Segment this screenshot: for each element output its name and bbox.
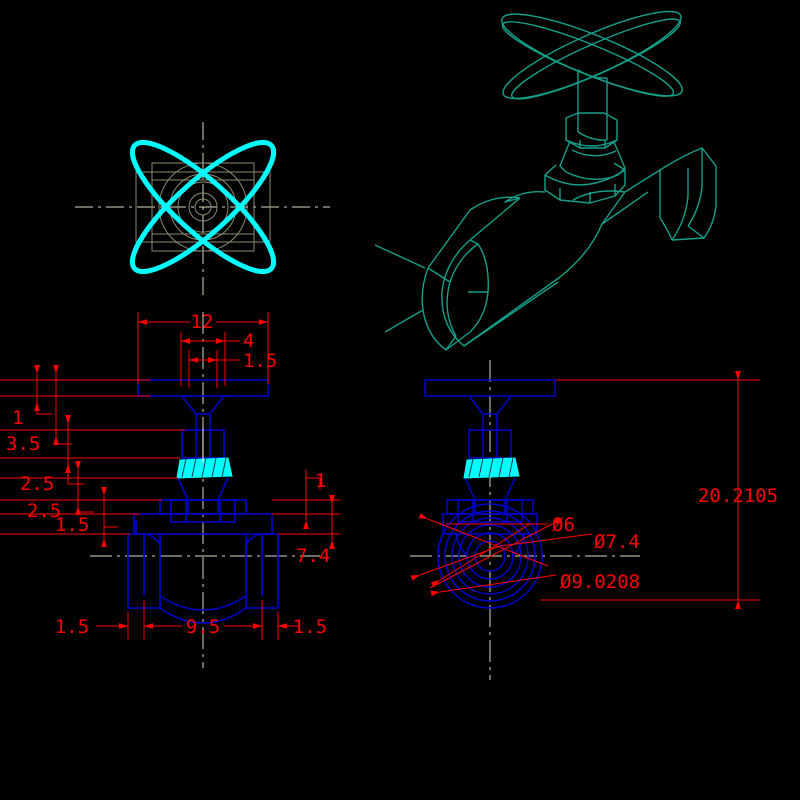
dim-text-dia-9p0208: Ø9.0208: [560, 571, 640, 593]
dim-text-1p5-top: 1.5: [243, 350, 277, 372]
top-view-handwheel-star: [129, 139, 277, 275]
side-view-centerlines: [410, 360, 640, 680]
dim-text-2p5-upper: 2.5: [20, 473, 54, 495]
dim-text-dia-7p4: Ø7.4: [594, 531, 640, 553]
dim-group-left: [0, 365, 185, 547]
dim-text-3p5: 3.5: [6, 433, 40, 455]
dimension-text-layer: 12 4 1.5 1 3.5 2.5 2.5 1.5 1 7.4 1.5 9.5…: [6, 311, 778, 638]
iso-right-flange: [601, 147, 717, 241]
iso-body-cylinder: [441, 190, 626, 347]
side-view-packing-detail: [463, 457, 520, 479]
iso-upper-nut: [565, 112, 618, 149]
front-view-valve[interactable]: [90, 312, 320, 668]
dim-text-dia-6: Ø6: [552, 514, 575, 536]
dim-text-1-left: 1: [12, 407, 23, 429]
dimension-annotations[interactable]: [0, 312, 760, 640]
dim-group-front-right: [272, 470, 340, 549]
dim-text-overall-height: 20.2105: [698, 485, 778, 507]
dim-text-9p5: 9.5: [186, 616, 220, 638]
dim-text-4: 4: [243, 330, 254, 352]
dim-text-1-right: 1: [315, 470, 326, 492]
dim-text-1p5-bottom-left: 1.5: [55, 616, 89, 638]
iso-handwheel: [501, 10, 683, 100]
dim-text-1p5-left: 1.5: [55, 514, 89, 536]
dim-group-top: [137, 312, 269, 388]
isometric-view-valve[interactable]: [374, 0, 717, 351]
side-view-valve[interactable]: [410, 360, 640, 680]
dim-text-12: 12: [191, 311, 214, 333]
dim-text-2p5-lower: 2.5: [27, 500, 61, 522]
dim-group-bottom: [96, 600, 300, 640]
iso-left-flange: [374, 196, 521, 351]
side-view-geometry: [424, 379, 556, 609]
front-view-packing-detail: [176, 457, 233, 479]
front-view-centerlines: [90, 312, 320, 668]
top-view-centerlines: [75, 122, 330, 300]
dim-group-overall-height: [540, 371, 760, 609]
front-view-geometry: [127, 379, 279, 624]
dim-group-diameters: [410, 513, 593, 597]
iso-bonnet-cone: [559, 140, 626, 180]
top-view-handwheel[interactable]: [75, 122, 330, 300]
dim-text-1p5-bottom-right: 1.5: [293, 616, 327, 638]
iso-lower-nut: [544, 162, 626, 204]
dim-text-7p4: 7.4: [296, 545, 330, 567]
